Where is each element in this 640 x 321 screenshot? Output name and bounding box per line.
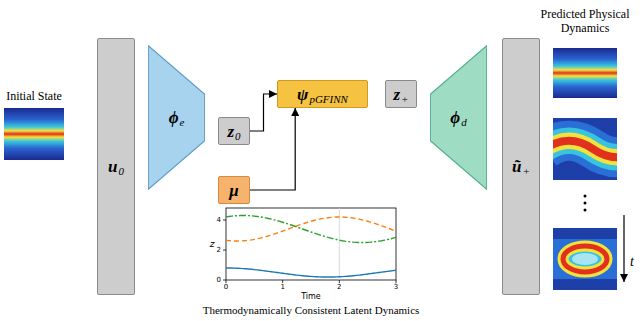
chart-caption: Thermodynamically Consistent Latent Dyna… <box>203 304 420 317</box>
node-content: ϕe <box>148 45 205 190</box>
node-subscript: d <box>461 117 467 128</box>
tick-mark <box>396 280 397 283</box>
latent-curve <box>226 216 396 243</box>
node-symbol: z <box>227 123 234 140</box>
node-symbol: μ <box>229 182 238 199</box>
tick-label: 0 <box>217 276 221 284</box>
tick-mark <box>223 220 226 221</box>
state-box: ũ+ <box>502 38 540 295</box>
time-arrow <box>623 215 624 282</box>
tick-label: 4 <box>217 216 221 224</box>
initial-heatmap <box>4 108 64 160</box>
tick-mark <box>223 250 226 251</box>
node-symbol: ψ <box>297 86 308 103</box>
ellipsis-dots <box>584 195 587 212</box>
tick-mark <box>282 280 283 283</box>
axis-label: z <box>210 239 215 249</box>
node-subscript: pGFINN <box>309 94 348 105</box>
node-content: ψpGFINN <box>278 81 367 107</box>
tick-label: 3 <box>394 283 398 291</box>
latent-chart <box>223 208 396 283</box>
plot-frame <box>226 208 396 280</box>
node-symbol: ũ <box>512 158 521 175</box>
node-subscript: e <box>179 117 184 128</box>
latent-curve <box>226 268 396 277</box>
node-symbol: ϕ <box>450 109 460 126</box>
predicted-heatmap <box>553 118 617 180</box>
network-box: ψpGFINN <box>277 80 368 108</box>
axis-label: Time <box>301 292 321 301</box>
node-subscript: 0 <box>235 131 241 142</box>
node-content: u0 <box>98 39 134 294</box>
latent-box: z+ <box>385 80 417 108</box>
image-label: Predicted Physical Dynamics <box>535 8 635 36</box>
predicted-heatmap <box>553 48 617 98</box>
decoder-trapezoid: ϕd <box>430 45 487 190</box>
latent-curve <box>226 217 396 241</box>
tick-mark <box>226 280 227 283</box>
node-symbol: u <box>108 158 117 175</box>
node-subscript: + <box>523 166 530 177</box>
latent-box: z0 <box>218 117 250 145</box>
node-symbol: ϕ <box>169 109 179 126</box>
grid-line <box>339 208 340 280</box>
connector-arrow <box>250 94 277 131</box>
node-content: z+ <box>386 81 416 107</box>
node-content: ũ+ <box>503 39 539 294</box>
node-subscript: + <box>401 94 408 105</box>
tick-label: 1 <box>280 283 284 291</box>
node-symbol: z <box>393 86 400 103</box>
axis-label: t <box>630 254 634 270</box>
image-label: Initial State <box>6 90 62 104</box>
tick-label: 0 <box>224 283 228 291</box>
vortex-heatmap <box>553 228 617 290</box>
tick-label: 2 <box>337 283 341 291</box>
node-subscript: 0 <box>118 166 124 177</box>
node-content: μ <box>219 177 249 203</box>
node-content: ϕd <box>430 45 487 190</box>
tick-mark <box>223 280 226 281</box>
node-content: z0 <box>219 118 249 144</box>
tick-mark <box>339 280 340 283</box>
state-box: u0 <box>97 38 135 295</box>
parameter-box: μ <box>218 176 250 204</box>
connector-arrow <box>250 108 295 190</box>
tick-label: 2 <box>217 246 221 254</box>
encoder-trapezoid: ϕe <box>148 45 205 190</box>
